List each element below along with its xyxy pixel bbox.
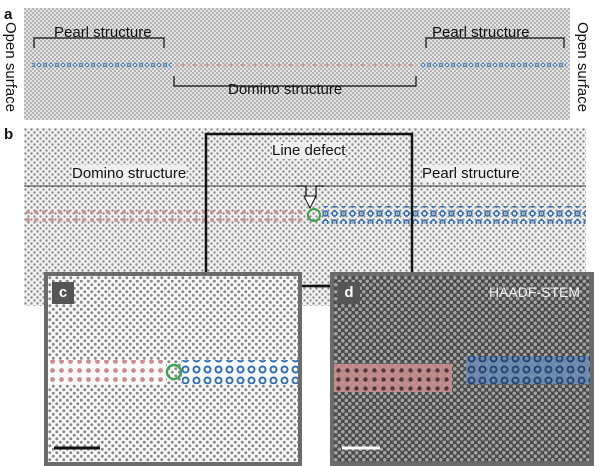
panel-c-frame: c — [44, 272, 302, 466]
panel-a-right-label: Open surface — [574, 22, 591, 113]
panel-a-letter: a — [4, 6, 13, 23]
panel-a-domino-label: Domino structure — [228, 81, 343, 98]
panel-c-lattice — [48, 276, 298, 462]
panel-b-pearl-label: Pearl structure — [422, 165, 520, 182]
panel-b-letter: b — [4, 126, 14, 143]
panel-a-pearl-right-label: Pearl structure — [432, 24, 530, 41]
panel-c-letter: c — [52, 282, 74, 304]
panel-d-letter: d — [338, 282, 360, 304]
panel-b-domino-label: Domino structure — [72, 165, 187, 182]
panel-d-frame: d HAADF-STEM — [330, 272, 594, 466]
panel-a-lattice — [24, 8, 570, 120]
panel-a-pearl-left-label: Pearl structure — [54, 24, 152, 41]
panel-b-line-defect-label: Line defect — [272, 142, 346, 159]
panel-d-method-label: HAADF-STEM — [489, 284, 580, 300]
panel-a-left-label: Open surface — [2, 22, 19, 113]
panel-d-stem-image — [334, 276, 590, 462]
